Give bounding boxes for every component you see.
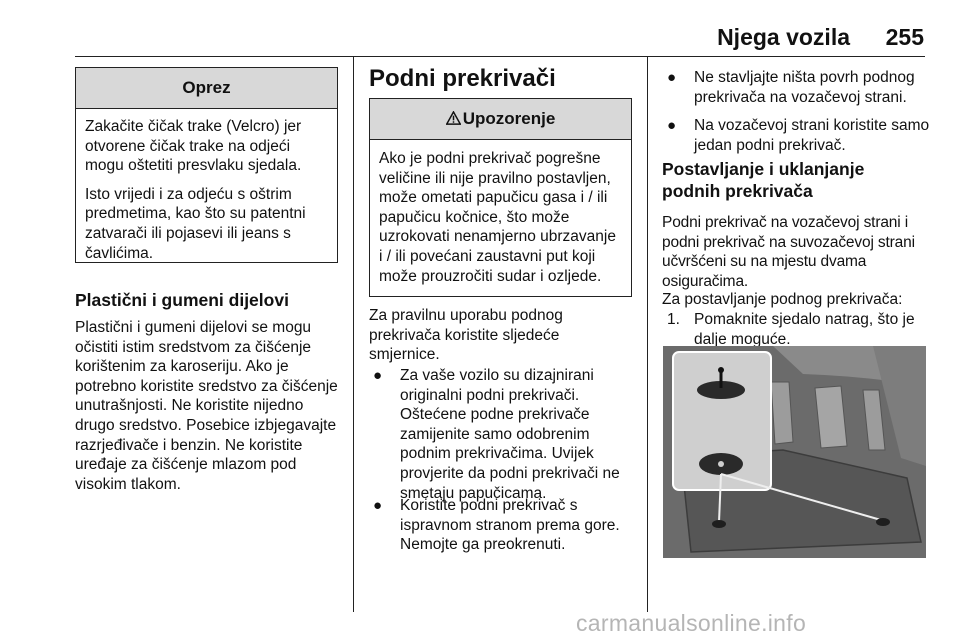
caution-title: Oprez <box>76 68 337 109</box>
plastic-rubber-heading: Plastični i gumeni dijelovi <box>75 290 289 310</box>
bullet-text: Na vozačevoj strani koristite samo jedan… <box>694 117 930 154</box>
caution-paragraph: Isto vrijedi i za odjeću s oštrim predme… <box>85 185 306 262</box>
floor-mat-illustration <box>663 346 926 558</box>
warning-triangle-icon <box>445 111 461 125</box>
bullet-text: Ne stavljajte ništa povrh podnog prekriv… <box>694 69 915 106</box>
warning-box: Upozorenje Ako je podni prekrivač pogreš… <box>369 98 632 297</box>
list-item: ● Ne stavljajte ništa povrh podnog prekr… <box>667 68 929 108</box>
install-instruction: Za postavljanje podnog prekrivača: <box>662 291 903 308</box>
caution-paragraph: Zakačite čičak trake (Velcro) jer otvore… <box>85 118 302 175</box>
plastic-rubber-text: Plastični i gumeni dijelovi se mogu očis… <box>75 319 338 493</box>
floor-mats-intro: Za pravilnu uporabu podnog prekrivača ko… <box>369 307 563 364</box>
page-number: 255 <box>885 24 924 50</box>
column-divider-2 <box>647 57 648 612</box>
list-item: ● Za vaše vozilo su dizajnirani original… <box>373 366 635 502</box>
list-item: ● Na vozačevoj strani koristite samo jed… <box>667 116 929 156</box>
step-number: 1. <box>667 311 680 328</box>
watermark: carmanualsonline.info <box>576 610 807 636</box>
warning-title: Upozorenje <box>462 109 556 128</box>
caution-box: Oprez Zakačite čičak trake (Velcro) jer … <box>75 67 338 263</box>
warning-body: Ako je podni prekrivač pogrešne veličine… <box>370 140 631 301</box>
install-heading: Postavljanje i uklanjanje podnih prekriv… <box>662 159 865 201</box>
install-text: Podni prekrivač na vozačevoj strani i po… <box>662 214 915 290</box>
list-item: ● Koristite podni prekrivač s ispravnom … <box>373 496 635 556</box>
floor-mat-drawing <box>663 346 926 558</box>
warning-header: Upozorenje <box>370 99 631 140</box>
page-header: Njega vozila 255 <box>0 0 960 57</box>
section-title: Njega vozila <box>717 24 850 50</box>
bullet-text: Koristite podni prekrivač s ispravnom st… <box>400 497 620 554</box>
floor-mats-heading: Podni prekrivači <box>369 65 556 92</box>
header-rule <box>75 56 925 57</box>
bullet-dot-icon: ● <box>373 497 383 514</box>
bullet-text: Za vaše vozilo su dizajnirani originalni… <box>400 367 620 502</box>
bullet-dot-icon: ● <box>667 117 677 134</box>
bullet-dot-icon: ● <box>667 69 677 86</box>
warning-text: Ako je podni prekrivač pogrešne veličine… <box>379 150 616 285</box>
column-divider-1 <box>353 57 354 612</box>
step-text: Pomaknite sjedalo natrag, što je dalje m… <box>694 311 915 348</box>
list-item: 1. Pomaknite sjedalo natrag, što je dalj… <box>667 310 929 350</box>
bullet-dot-icon: ● <box>373 367 383 384</box>
caution-body: Zakačite čičak trake (Velcro) jer otvore… <box>76 109 337 278</box>
